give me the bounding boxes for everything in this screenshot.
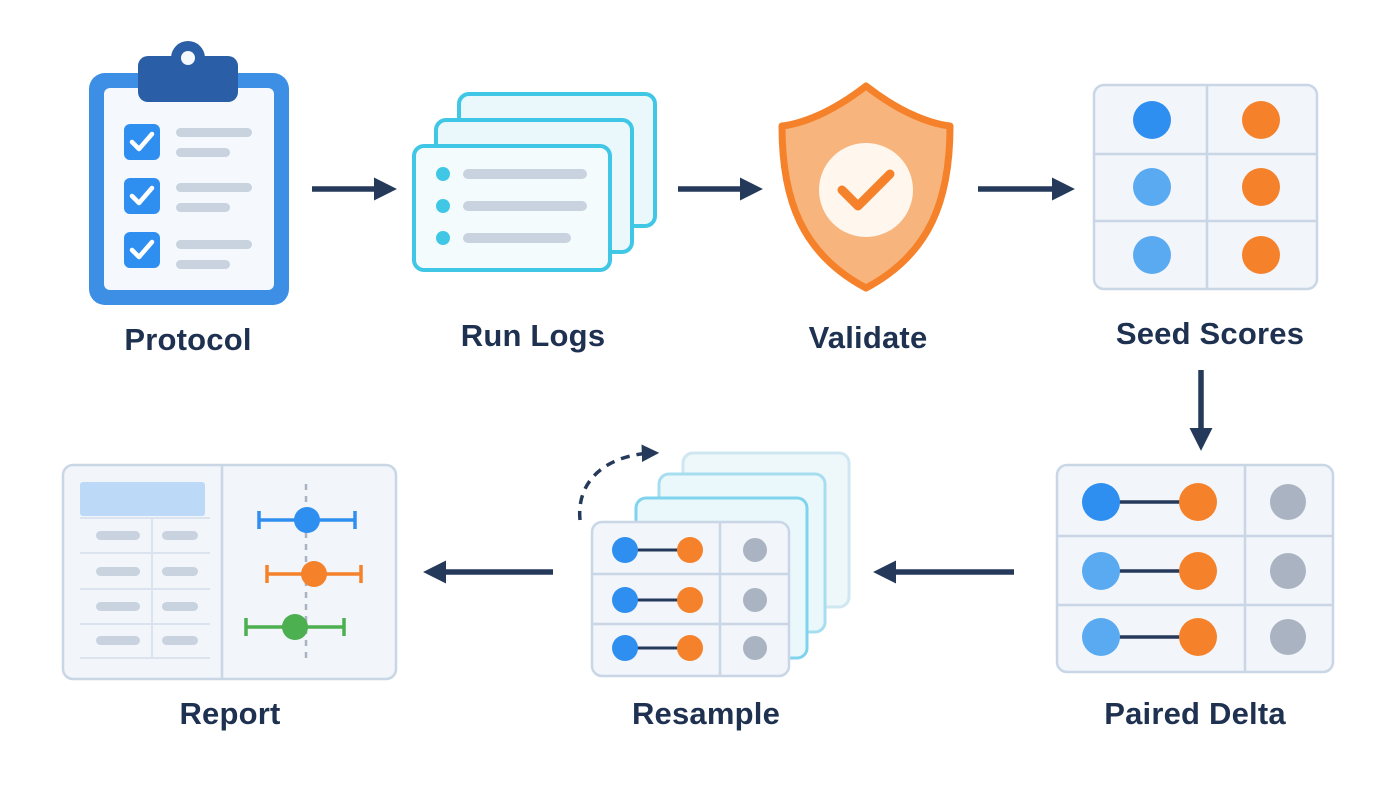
stacked-log-cards-icon — [412, 92, 657, 272]
resample-loop-arrow — [578, 444, 660, 521]
step-label-validate: Validate — [808, 320, 928, 355]
step-label-run-logs: Run Logs — [460, 318, 606, 353]
step-label-paired-delta: Paired Delta — [1104, 696, 1286, 731]
step-label-seed-scores: Seed Scores — [1115, 316, 1305, 351]
step-label-resample: Resample — [631, 696, 781, 731]
step-label-report: Report — [179, 696, 281, 731]
paired-dots-table-icon — [1055, 463, 1335, 674]
step-label-protocol: Protocol — [124, 322, 252, 357]
score-grid-icon — [1092, 83, 1319, 291]
clipboard-checklist-icon — [89, 41, 289, 305]
resample-stack-icon — [578, 444, 851, 678]
shield-check-icon — [778, 82, 954, 292]
report-interval-chart-icon — [61, 463, 398, 681]
